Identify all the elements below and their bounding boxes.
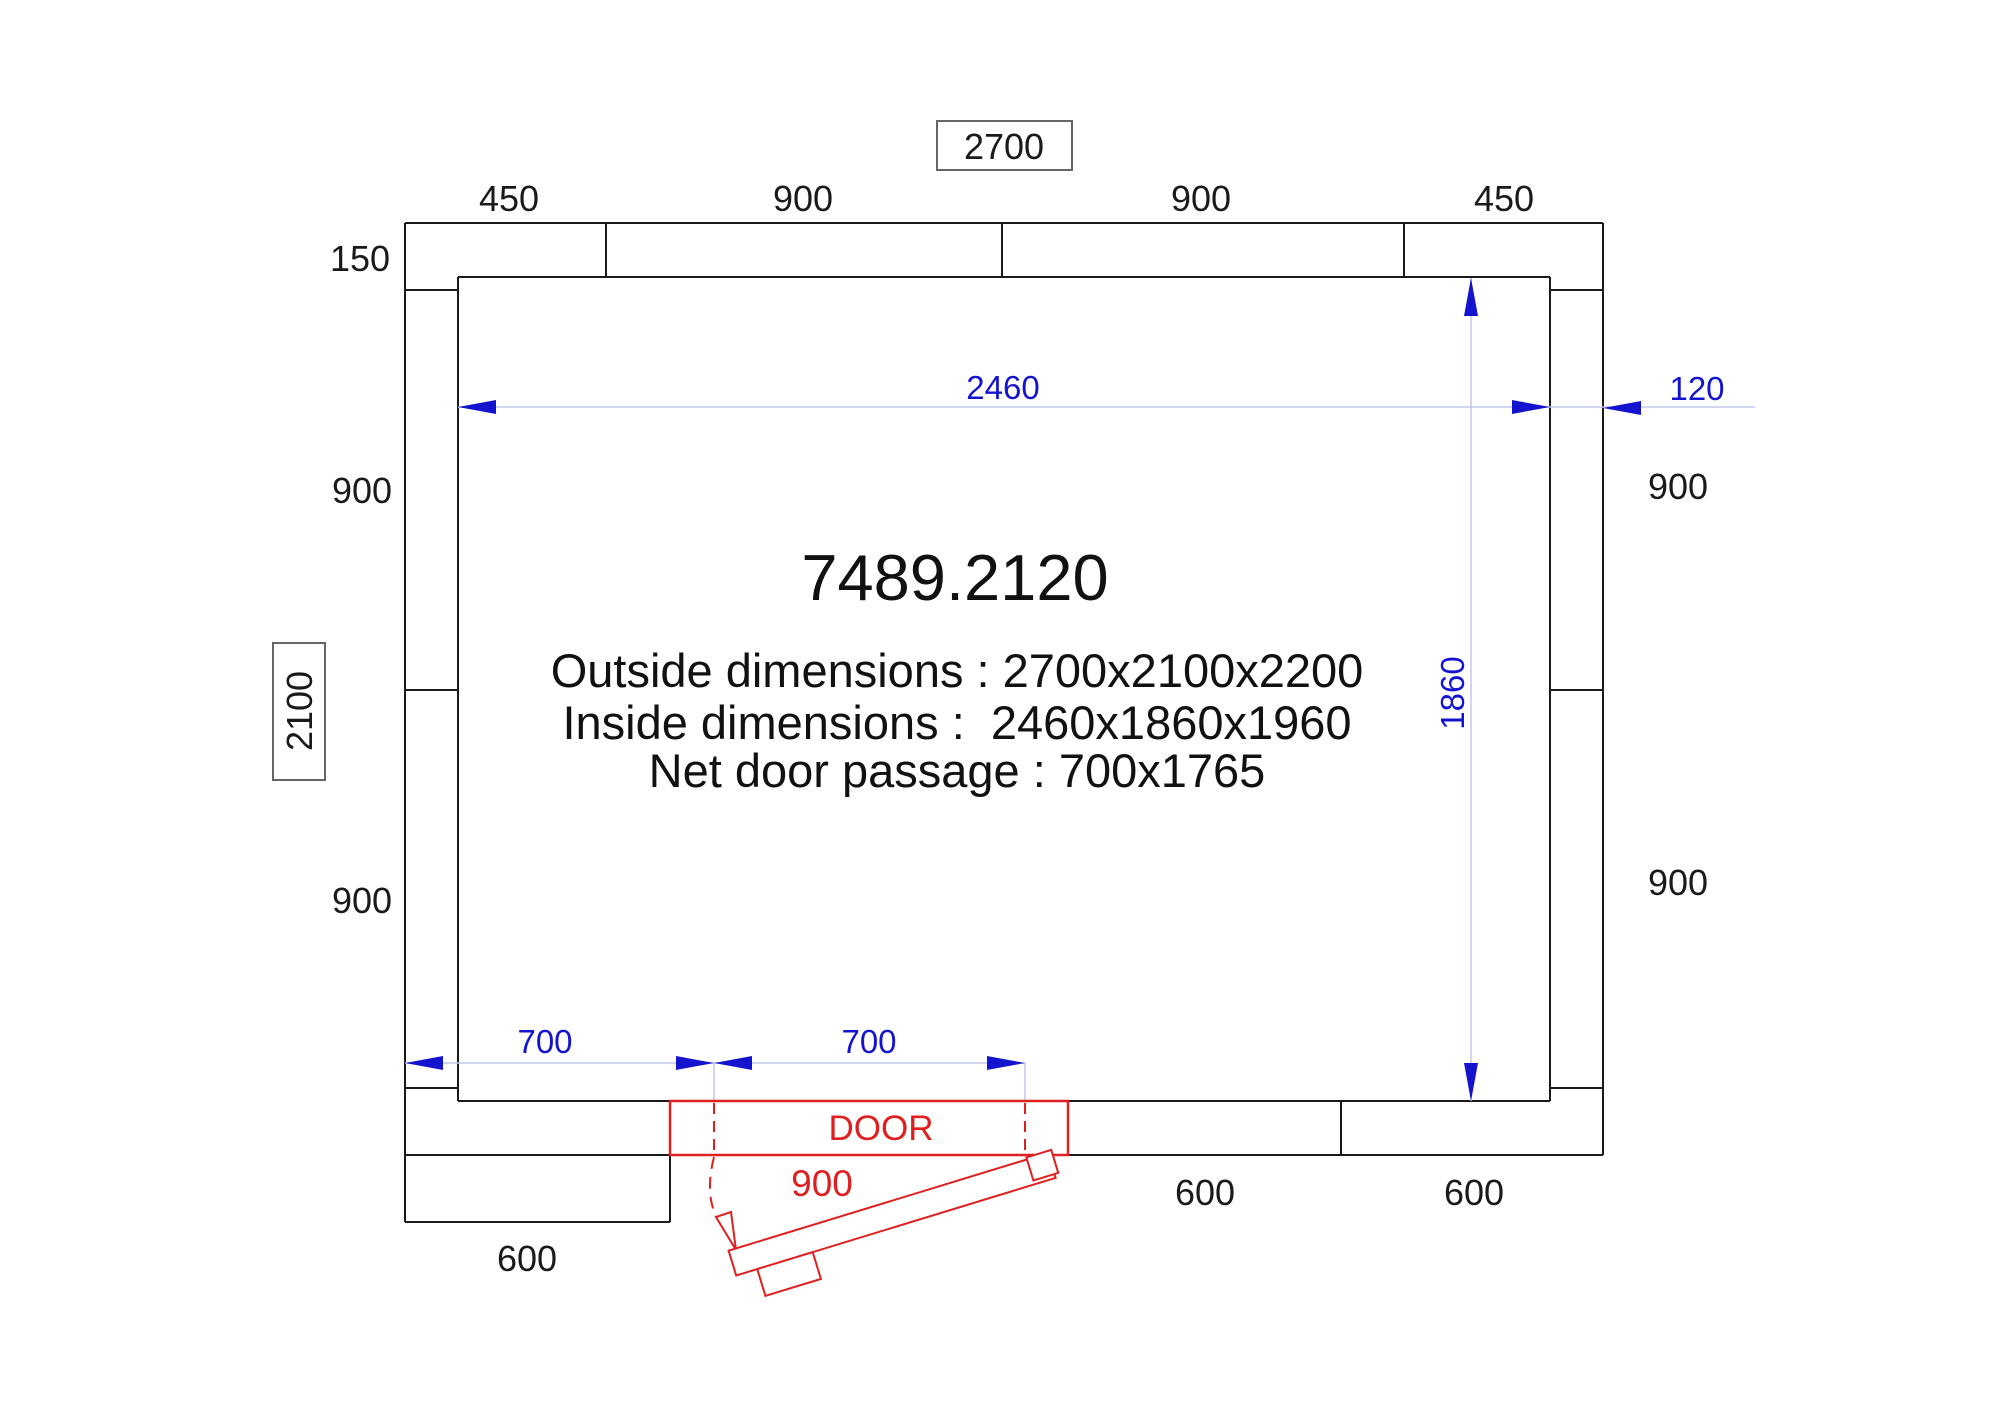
arrow-2460-left	[458, 400, 496, 414]
door-swing-arrowhead	[714, 1210, 737, 1251]
outer-width-label: 2700	[964, 126, 1044, 167]
blue-dimensions: 2460 120 1860 700 700	[405, 278, 1755, 1103]
left-segment-3: 900	[332, 880, 392, 921]
wall-thickness-label: 120	[1669, 370, 1724, 407]
arrow-700b-left	[714, 1056, 752, 1070]
inside-depth-label: 1860	[1434, 656, 1471, 729]
arrow-2460-right	[1512, 400, 1550, 414]
door-passage-dashed-lines	[708, 1103, 1026, 1251]
top-segment-4: 450	[1474, 178, 1534, 219]
wall-panel-outline	[404, 222, 1604, 1223]
panel-size-labels: 450 900 900 450 150 900 900 900 900 600 …	[330, 178, 1708, 1279]
door-leaf-width-label: 900	[791, 1163, 853, 1204]
top-segment-3: 900	[1171, 178, 1231, 219]
left-segment-1: 150	[330, 238, 390, 279]
right-segment-2: 900	[1648, 862, 1708, 903]
dimension-arrowheads	[405, 278, 1641, 1101]
arrow-1860-bottom	[1464, 1063, 1478, 1101]
spec-inside-dimensions: Inside dimensions : 2460x1860x1960	[562, 696, 1351, 749]
arrow-700b-right	[987, 1056, 1025, 1070]
door-leaf-open	[727, 1148, 1060, 1298]
arrow-120-outer	[1603, 401, 1641, 415]
outer-depth-box	[272, 642, 326, 781]
inside-width-label: 2460	[966, 369, 1039, 406]
floor-panel-width-label: 600	[497, 1238, 557, 1279]
top-segment-1: 450	[479, 178, 539, 219]
arrow-700a-right	[676, 1056, 714, 1070]
right-segment-1: 900	[1648, 466, 1708, 507]
door-assembly: DOOR 900	[668, 1099, 1070, 1298]
spec-block: 7489.2120 Outside dimensions : 2700x2100…	[551, 541, 1364, 797]
door-handle	[755, 1250, 823, 1298]
model-number: 7489.2120	[801, 541, 1108, 614]
bottom-segment-2: 600	[1444, 1172, 1504, 1213]
outer-depth-label: 2100	[279, 671, 320, 751]
door-leaf-panel	[727, 1151, 1057, 1277]
door-label: DOOR	[829, 1109, 934, 1148]
door-net-passage-label: 700	[841, 1023, 896, 1060]
spec-door-passage: Net door passage : 700x1765	[649, 744, 1266, 797]
door-hinge-block	[1025, 1148, 1060, 1182]
boxed-dimensions: 2700 2100	[272, 120, 1073, 781]
arrow-1860-top	[1464, 278, 1478, 316]
top-segment-2: 900	[773, 178, 833, 219]
arrow-700a-left	[405, 1056, 443, 1070]
bottom-segment-1: 600	[1175, 1172, 1235, 1213]
door-offset-left-label: 700	[517, 1023, 572, 1060]
spec-outside-dimensions: Outside dimensions : 2700x2100x2200	[551, 644, 1364, 697]
left-segment-2: 900	[332, 470, 392, 511]
outer-width-box	[936, 120, 1073, 171]
door-opening-rect	[668, 1099, 1070, 1157]
